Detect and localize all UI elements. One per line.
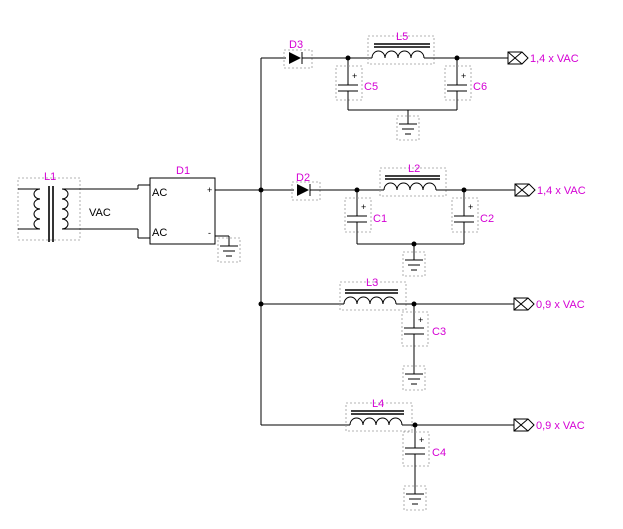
diode-d2[interactable]: D2 [291, 172, 321, 201]
capacitor-c1[interactable]: + C1 [344, 197, 387, 233]
capacitor-c5[interactable]: + C5 [335, 65, 378, 101]
capacitor-c6[interactable]: + C6 [444, 65, 487, 101]
output-1-label: 1,4 x VAC [530, 53, 579, 65]
inductor-l5-ref: L5 [396, 31, 408, 43]
inductor-l2[interactable]: L2 [379, 163, 447, 197]
ground-symbol [402, 365, 426, 391]
inductor-l3-ref: L3 [366, 277, 378, 289]
inductor-l2-ref: L2 [408, 163, 420, 175]
rectifier-pin-minus: - [208, 228, 211, 238]
capacitor-c6-ref: C6 [473, 81, 487, 93]
ground-symbol [402, 251, 426, 277]
ground-symbol [403, 485, 427, 511]
polarity-mark: + [352, 71, 357, 81]
polarity-mark: + [468, 202, 473, 212]
capacitor-c1-ref: C1 [373, 213, 387, 225]
capacitor-c2-ref: C2 [480, 213, 494, 225]
rectifier-pin-ac2: AC [152, 227, 167, 239]
output-2-label: 1,4 x VAC [537, 185, 586, 197]
output-port-2[interactable]: 1,4 x VAC [514, 183, 586, 197]
transformer-l1[interactable]: L1 VAC [17, 171, 111, 242]
output-port-4[interactable]: 0,9 x VAC [513, 418, 585, 432]
transformer-ref: L1 [44, 171, 56, 183]
rectifier-ref: D1 [176, 165, 190, 177]
inductor-l4-ref: L4 [372, 398, 384, 410]
output-port-1[interactable]: 1,4 x VAC [507, 51, 579, 65]
output-4-label: 0,9 x VAC [536, 420, 585, 432]
diode-d3[interactable]: D3 [283, 39, 313, 69]
capacitor-c4-ref: C4 [432, 447, 446, 459]
rectifier-pin-plus: + [207, 185, 212, 195]
polarity-mark: + [419, 435, 424, 445]
diode-d3-ref: D3 [289, 39, 303, 51]
inductor-l5[interactable]: L5 [367, 31, 435, 65]
rectifier-pin-ac1: AC [152, 187, 167, 199]
bridge-rectifier-d1[interactable]: D1 AC AC + - [149, 165, 216, 245]
capacitor-c3-ref: C3 [432, 326, 446, 338]
capacitor-c2[interactable]: + C2 [451, 197, 494, 233]
inductor-l3[interactable]: L3 [339, 277, 407, 311]
polarity-mark: + [418, 315, 423, 325]
transformer-label: VAC [89, 207, 111, 219]
diode-d2-ref: D2 [296, 172, 310, 184]
ground-symbol [217, 237, 241, 263]
capacitor-c3[interactable]: + C3 [401, 311, 446, 347]
capacitor-c5-ref: C5 [364, 81, 378, 93]
output-3-label: 0,9 x VAC [536, 299, 585, 311]
ground-symbol [396, 115, 420, 141]
polarity-mark: + [461, 71, 466, 81]
capacitor-c4[interactable]: + C4 [402, 431, 446, 467]
polarity-mark: + [361, 202, 366, 212]
inductor-l4[interactable]: L4 [345, 398, 413, 432]
output-port-3[interactable]: 0,9 x VAC [513, 297, 585, 311]
